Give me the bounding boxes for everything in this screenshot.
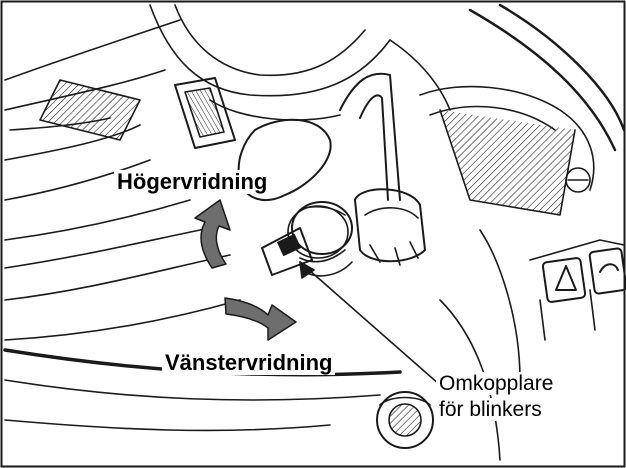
- switch-label-line1: Omkopplare: [436, 372, 557, 395]
- right-turn-arrow: [194, 199, 231, 269]
- bottom-knob: [376, 391, 434, 449]
- pointer-line: [299, 261, 441, 386]
- blinker-switch-knob: [237, 118, 353, 277]
- steering-column-housing: [149, 4, 451, 121]
- pointer-arrowhead: [299, 261, 315, 279]
- right-turn-label: Högervridning: [114, 170, 271, 194]
- left-turn-arrow: [224, 297, 297, 341]
- lever-stalk: [339, 72, 426, 266]
- switch-label-line2: för blinkers: [436, 398, 545, 421]
- panel-switch-icon: [174, 77, 236, 149]
- left-turn-label: Vänstervridning: [162, 351, 336, 375]
- right-button-panel: [439, 229, 626, 461]
- steering-wheel: [419, 3, 626, 216]
